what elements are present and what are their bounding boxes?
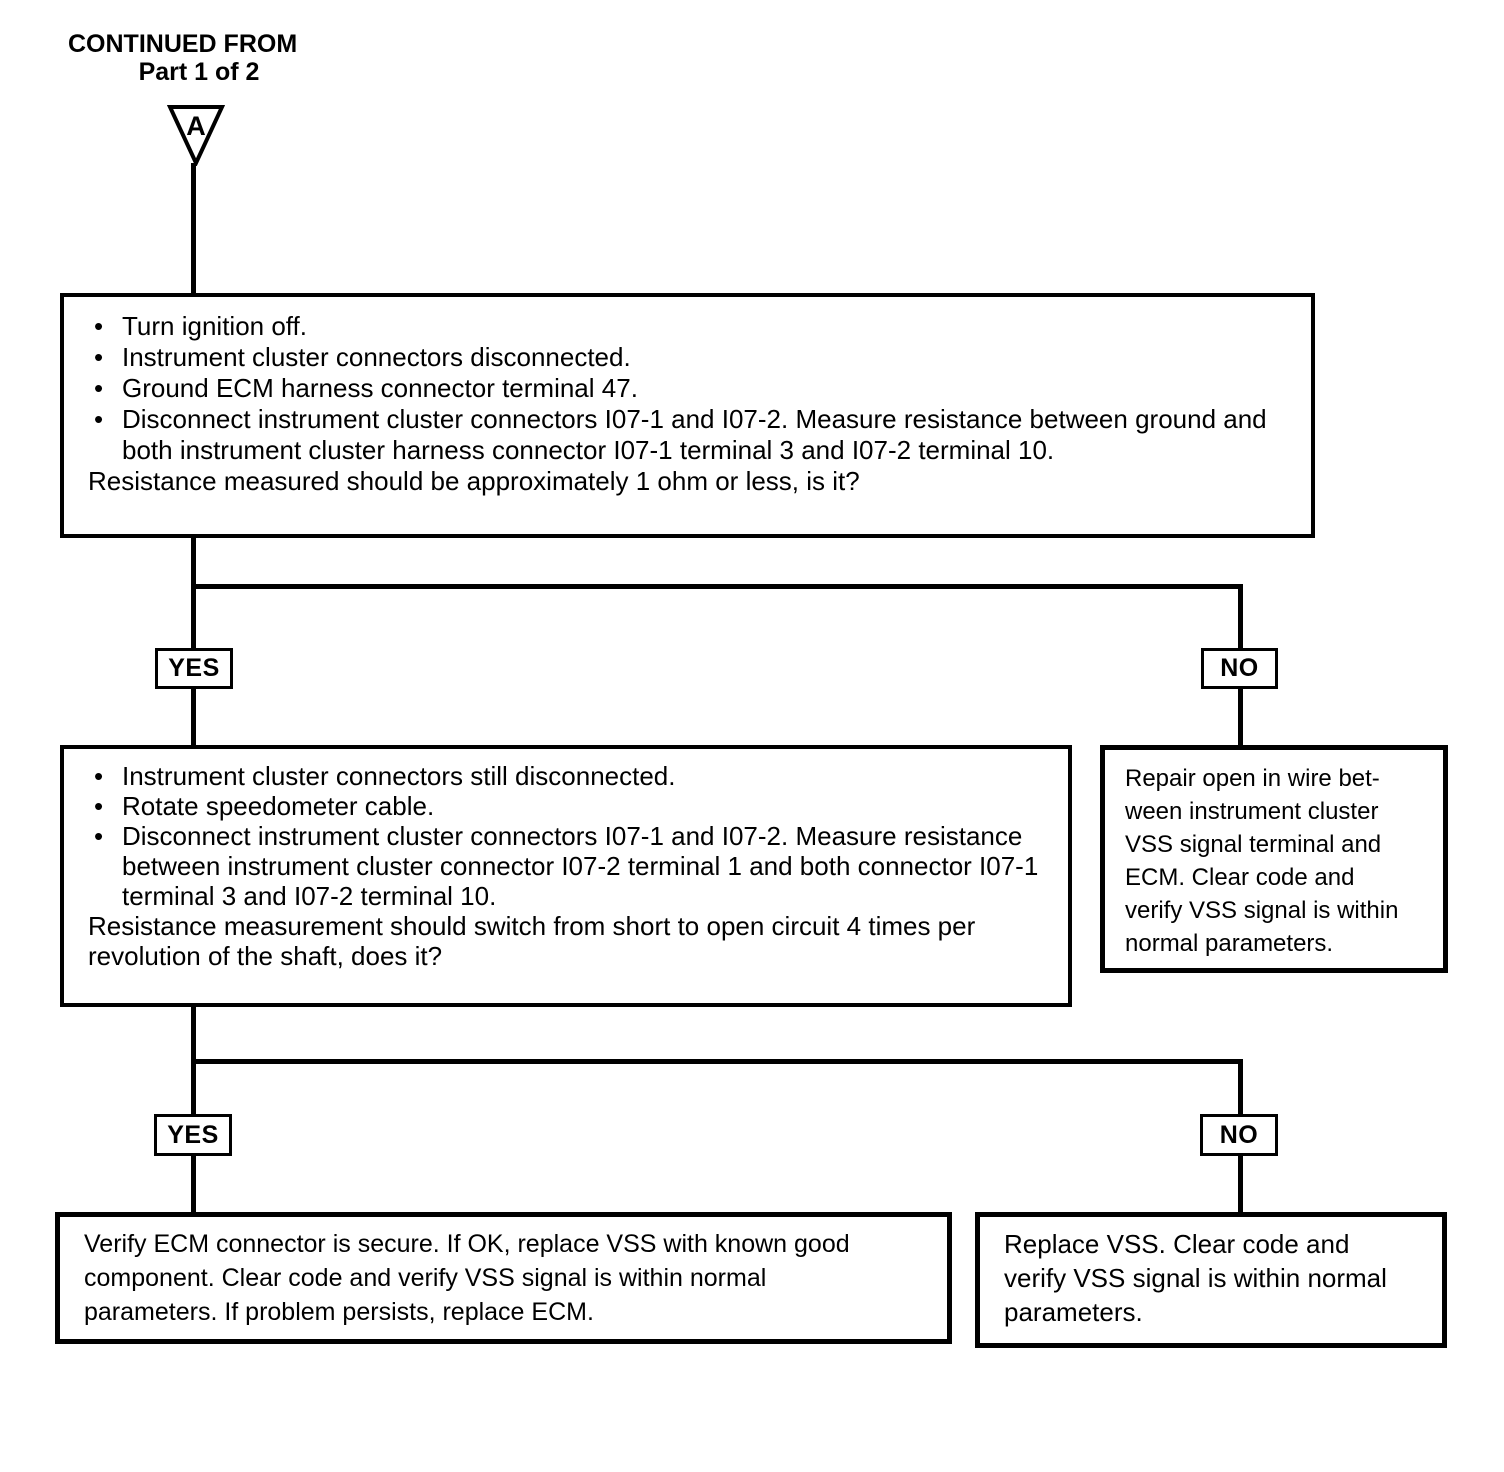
no-label-1: NO (1201, 648, 1278, 689)
connector-line (1238, 584, 1243, 650)
bullet-item: Instrument cluster connectors disconnect… (88, 342, 1291, 373)
connector-line (1238, 687, 1243, 747)
bullet-item: Disconnect instrument cluster connectors… (88, 821, 1048, 911)
continued-from-line1: CONTINUED FROM (68, 30, 298, 58)
bullet-item: Ground ECM harness connector terminal 47… (88, 373, 1291, 404)
step2-box: Instrument cluster connectors still disc… (60, 745, 1072, 1007)
repair-open-line: Repair open in wire bet- (1125, 765, 1380, 792)
step1-question: Resistance measured should be approximat… (88, 466, 860, 496)
bullet-item: Rotate speedometer cable. (88, 791, 1048, 821)
repair-open-line: normal parameters. (1125, 930, 1334, 957)
connector-line (1238, 1154, 1243, 1214)
repair-open-box: Repair open in wire bet- ween instrument… (1100, 745, 1448, 973)
verify-ecm-line: component. Clear code and verify VSS sig… (84, 1264, 767, 1292)
connector-line (191, 687, 196, 747)
continued-from-label: CONTINUED FROM Part 1 of 2 (68, 30, 330, 86)
repair-open-line: ween instrument cluster (1125, 798, 1379, 825)
repair-open-line: ECM. Clear code and (1125, 864, 1355, 891)
no-label-2: NO (1200, 1114, 1278, 1156)
bullet-item: Turn ignition off. (88, 311, 1291, 342)
connector-line (191, 1154, 196, 1214)
replace-vss-line: parameters. (1004, 1297, 1143, 1327)
repair-open-line: VSS signal terminal and (1125, 831, 1382, 858)
connector-line (191, 584, 1243, 589)
step1-box: Turn ignition off. Instrument cluster co… (60, 293, 1315, 538)
connector-line (191, 163, 196, 295)
verify-ecm-box: Verify ECM connector is secure. If OK, r… (55, 1212, 952, 1344)
replace-vss-line: verify VSS signal is within normal (1004, 1263, 1387, 1293)
verify-ecm-line: parameters. If problem persists, replace… (84, 1298, 594, 1326)
yes-label-1: YES (155, 648, 233, 689)
continued-from-line2: Part 1 of 2 (138, 58, 260, 86)
connector-a-triangle: A (166, 104, 226, 171)
connector-line (1238, 1059, 1243, 1116)
bullet-item: Disconnect instrument cluster connectors… (88, 404, 1291, 466)
repair-open-line: verify VSS signal is within (1125, 897, 1399, 924)
yes-label-2: YES (154, 1114, 232, 1156)
triangle-icon: A (166, 105, 226, 168)
step2-question: Resistance measurement should switch fro… (88, 911, 976, 971)
verify-ecm-line: Verify ECM connector is secure. If OK, r… (84, 1230, 850, 1258)
bullet-item: Instrument cluster connectors still disc… (88, 761, 1048, 791)
connector-line (191, 1059, 1243, 1064)
replace-vss-line: Replace VSS. Clear code and (1004, 1229, 1350, 1259)
connector-a-label: A (186, 111, 206, 141)
connector-line (191, 536, 196, 650)
replace-vss-box: Replace VSS. Clear code and verify VSS s… (975, 1212, 1447, 1348)
